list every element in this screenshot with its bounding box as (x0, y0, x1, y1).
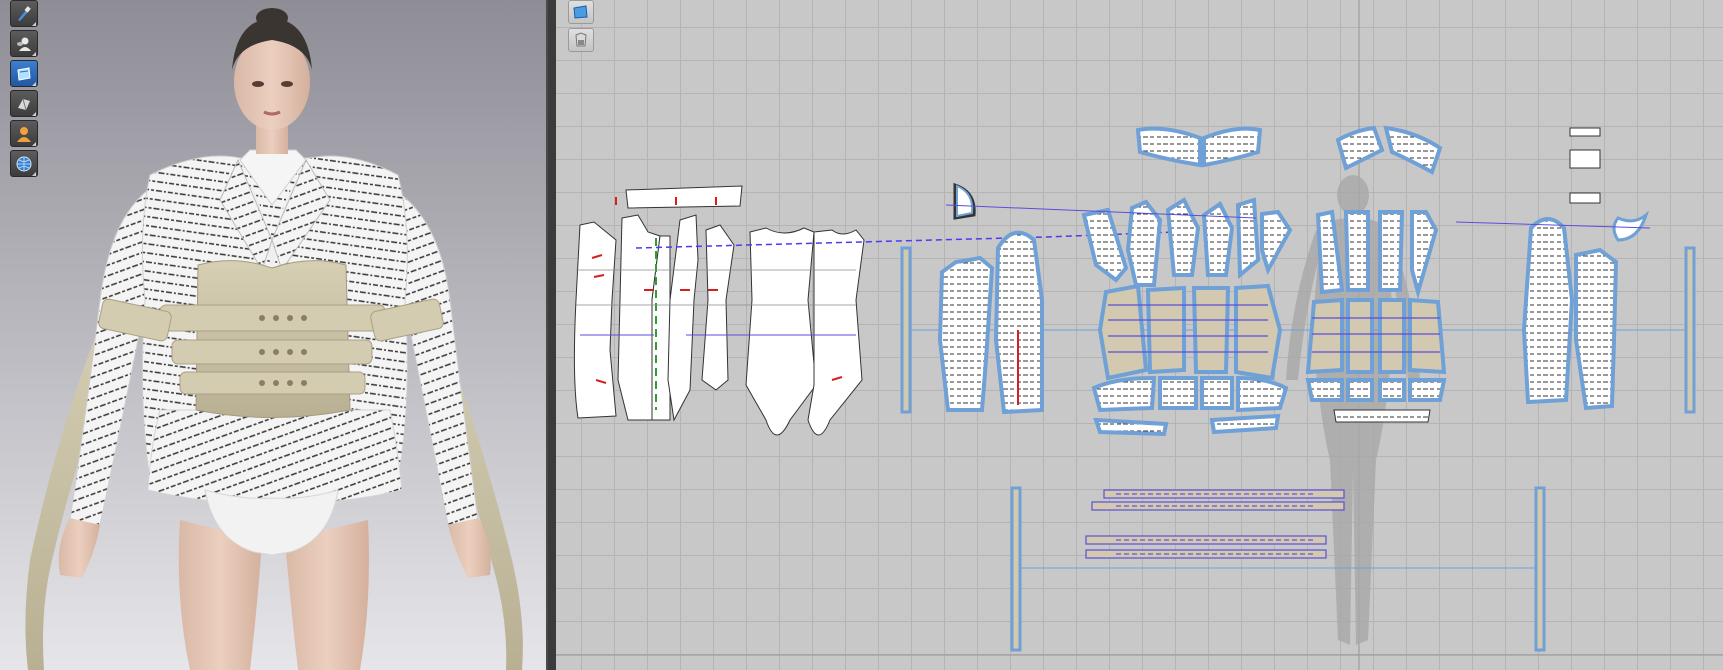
pattern-piece-sleeve-under-right[interactable] (1574, 247, 1619, 411)
pattern-view-button[interactable] (568, 0, 594, 24)
3d-toolbar (10, 0, 38, 177)
pattern-piece-front-side-left[interactable] (573, 221, 617, 419)
avatar-visibility-button[interactable] (10, 30, 38, 57)
3d-viewport[interactable] (0, 0, 548, 670)
binding-strip-left[interactable] (900, 246, 912, 414)
pattern-piece-back-body-right[interactable] (807, 229, 865, 436)
pattern-view-icon (573, 5, 588, 19)
binding-strip-right[interactable] (1684, 246, 1696, 414)
pattern-piece-collar-band[interactable] (625, 185, 743, 209)
pattern-piece-sleeve-top-left[interactable] (993, 230, 1044, 415)
environment-globe-icon (16, 156, 32, 171)
pattern-group-corset-front (1081, 197, 1293, 437)
pattern-group-sleeves-right (1521, 127, 1650, 411)
pattern-group-collars (1135, 125, 1443, 175)
pattern-lock-icon (575, 32, 587, 47)
edit-brush-tool-button[interactable] (10, 0, 38, 27)
avatar-visibility-icon (17, 37, 31, 51)
edit-brush-icon (18, 5, 31, 21)
avatar-icon (17, 126, 31, 142)
pattern-group-belts (1085, 489, 1345, 559)
2d-toolbar (568, 0, 594, 52)
3d-scene (0, 0, 546, 670)
pattern-piece-sleeve-top-right[interactable] (1521, 217, 1575, 405)
pattern-piece-side-right[interactable] (701, 224, 735, 391)
pattern-group-bodice-white (573, 185, 1177, 436)
garment-view-icon (17, 66, 31, 81)
avatar-button[interactable] (10, 120, 38, 147)
garment-view-button[interactable] (10, 60, 38, 87)
pattern-piece-front-right[interactable] (667, 214, 699, 422)
panel-splitter[interactable] (548, 0, 556, 670)
texture-view-icon (18, 98, 30, 110)
pattern-lock-button[interactable] (568, 28, 594, 52)
belt-strip-2[interactable] (1091, 501, 1345, 511)
pattern-piece-sleeve-under-left[interactable] (937, 255, 995, 412)
texture-view-button[interactable] (10, 90, 38, 117)
binding-strip-bottom-right[interactable] (1534, 486, 1546, 652)
pattern-group-sleeves-left (937, 182, 1044, 415)
environment-button[interactable] (10, 150, 38, 177)
pattern-canvas (556, 0, 1723, 670)
binding-strip-bottom-left[interactable] (1010, 486, 1022, 652)
2d-pattern-viewport[interactable] (556, 0, 1723, 670)
pattern-group-corset-back (1305, 209, 1447, 423)
pattern-piece-back-body[interactable] (745, 227, 817, 436)
